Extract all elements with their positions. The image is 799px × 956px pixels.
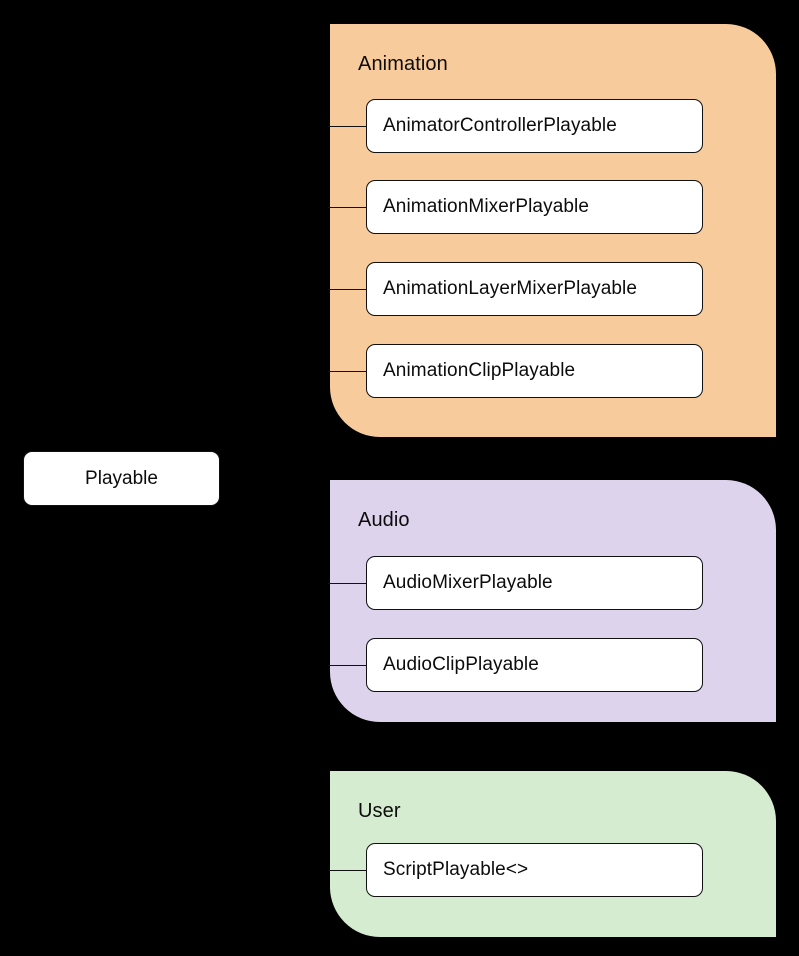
node-box[interactable]: AnimatorControllerPlayable [366, 99, 703, 153]
connector-line [328, 870, 366, 871]
node-label: AnimationLayerMixerPlayable [383, 278, 638, 299]
node-box[interactable]: AnimationClipPlayable [366, 344, 703, 398]
node-label: AudioClipPlayable [383, 654, 539, 675]
connector-line [328, 289, 366, 290]
group-label-user: User [358, 800, 401, 822]
node-box[interactable]: AnimationMixerPlayable [366, 180, 703, 234]
node-label: Playable [85, 467, 158, 489]
group-label-animation: Animation [358, 53, 448, 75]
node-box[interactable]: AnimationLayerMixerPlayable [366, 262, 703, 316]
connector-line [328, 583, 366, 584]
connector-line [328, 207, 366, 208]
node-box[interactable]: ScriptPlayable<> [366, 843, 703, 897]
node-box[interactable]: AudioClipPlayable [366, 638, 703, 692]
connector-line [328, 126, 366, 127]
node-box[interactable]: AudioMixerPlayable [366, 556, 703, 610]
node-label: AnimationMixerPlayable [383, 196, 590, 217]
node-label: AnimationClipPlayable [383, 360, 576, 381]
group-label-audio: Audio [358, 509, 410, 531]
connector-line [328, 371, 366, 372]
node-label: ScriptPlayable<> [383, 859, 529, 880]
node-playable-root[interactable]: Playable [23, 451, 220, 506]
connector-line [328, 665, 366, 666]
node-label: AnimatorControllerPlayable [383, 115, 617, 136]
node-label: AudioMixerPlayable [383, 572, 553, 593]
